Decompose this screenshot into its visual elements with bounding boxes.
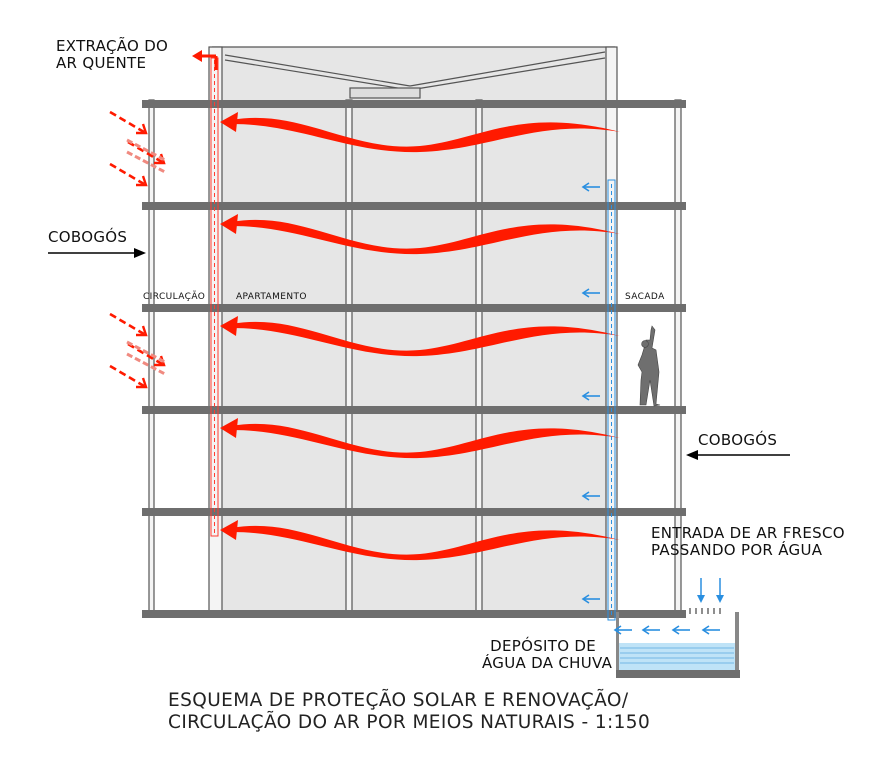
fresh-air-inlet-label: ENTRADA DE AR FRESCO PASSANDO POR ÁGUA (651, 524, 845, 560)
sun-ray (127, 342, 163, 366)
rain-inlet-arrows (697, 578, 724, 603)
sun-ray-group (109, 110, 166, 187)
fresh-air-arrows (581, 182, 600, 604)
sun-ray-head (136, 325, 148, 337)
sun-ray (127, 140, 163, 164)
hot-air-arrowhead (220, 520, 238, 540)
fresh-air-arrow (581, 182, 600, 192)
cobogos-right-arrow (686, 450, 790, 460)
sun-ray-head (136, 123, 148, 135)
reflected-ray (126, 352, 166, 376)
tank-fresh-air-arrows (613, 625, 720, 635)
tank-arrow-head (613, 625, 622, 635)
sun-rays (109, 110, 166, 389)
diagram-title-line2: CIRCULAÇÃO DO AR POR MEIOS NATURAIS - 1:… (168, 712, 651, 734)
fresh-air-duct (607, 179, 616, 621)
tank-arrow (613, 625, 632, 635)
floor-slab (142, 406, 686, 414)
sun-ray (109, 162, 145, 186)
fresh-air-arrow (581, 391, 600, 401)
tank-arrow-head (641, 625, 650, 635)
fresh-air-arrow-head (581, 288, 590, 298)
fresh-air-arrow (581, 594, 600, 604)
hot-air-band (232, 321, 620, 357)
hot-air-arrowhead (220, 112, 238, 132)
diagram-title: ESQUEMA DE PROTEÇÃO SOLAR E RENOVAÇÃO/ C… (168, 690, 650, 734)
hot-air-band (232, 423, 620, 459)
sun-ray (109, 312, 145, 336)
sun-ray-head (136, 377, 148, 389)
hot-air-flow (220, 214, 620, 255)
tank-arrow (671, 625, 690, 635)
cobogos-left-label: COBOGÓS (48, 228, 128, 246)
floor-slab (142, 100, 686, 108)
sun-ray (109, 110, 145, 134)
sun-ray-group (109, 312, 166, 389)
sun-ray (109, 364, 145, 388)
fresh-air-arrow (581, 288, 600, 298)
fresh-air-arrow-head (581, 491, 590, 501)
human-figure-icon (637, 325, 661, 407)
hot-air-flow (220, 316, 620, 357)
extraction-label-line1: EXTRAÇÃO DO (56, 37, 169, 55)
hot-air-flow (220, 112, 620, 153)
floor-slab (142, 610, 686, 618)
apartment-label: APARTAMENTO (236, 292, 307, 302)
hot-air-band (232, 117, 620, 153)
balcony-label: SACADA (625, 292, 665, 302)
fresh-air-inlet-line1: ENTRADA DE AR FRESCO (651, 524, 845, 542)
hot-air-arrowhead (220, 214, 238, 234)
sun-ray-head (136, 175, 148, 187)
fresh-air-arrow-head (581, 594, 590, 604)
rain-tank-label: DEPÓSITO DE ÁGUA DA CHUVA (482, 637, 613, 673)
diagram-title-line1: ESQUEMA DE PROTEÇÃO SOLAR E RENOVAÇÃO/ (168, 690, 629, 711)
cobogos-right-label: COBOGÓS (698, 431, 778, 449)
hot-air-arrowhead (220, 418, 238, 438)
reflected-ray (126, 138, 166, 162)
hot-air-arrowhead (220, 316, 238, 336)
hot-air-flow (220, 520, 620, 561)
roof (212, 46, 615, 99)
fresh-air-arrow (581, 491, 600, 501)
circulation-label: CIRCULAÇÃO (143, 292, 206, 302)
fresh-air-inlet-line2: PASSANDO POR ÁGUA (651, 541, 823, 560)
floor-slab (142, 508, 686, 516)
floor-slab (142, 202, 686, 210)
reflected-ray (126, 340, 166, 364)
extraction-label-line2: AR QUENTE (56, 54, 147, 73)
hot-air-band (232, 525, 620, 561)
extraction-label: EXTRAÇÃO DO AR QUENTE (56, 37, 169, 73)
rain-water-tank (616, 608, 740, 678)
reflected-ray (126, 150, 166, 174)
tank-arrow-head (671, 625, 680, 635)
tank-arrow (641, 625, 660, 635)
hot-air-band (232, 219, 620, 255)
floor-slabs (142, 100, 686, 618)
tank-arrow (701, 625, 720, 635)
fresh-air-arrow-head (581, 182, 590, 192)
tank-arrow-head (701, 625, 710, 635)
extraction-arrow (192, 50, 218, 70)
floor-slab (142, 304, 686, 312)
fresh-air-arrow-head (581, 391, 590, 401)
rain-tank-line2: ÁGUA DA CHUVA (482, 654, 613, 673)
hot-air-flow (220, 418, 620, 459)
hot-air-flows (220, 112, 620, 561)
cobogos-left-arrow (48, 248, 146, 258)
rain-tank-line1: DEPÓSITO DE (490, 637, 596, 655)
